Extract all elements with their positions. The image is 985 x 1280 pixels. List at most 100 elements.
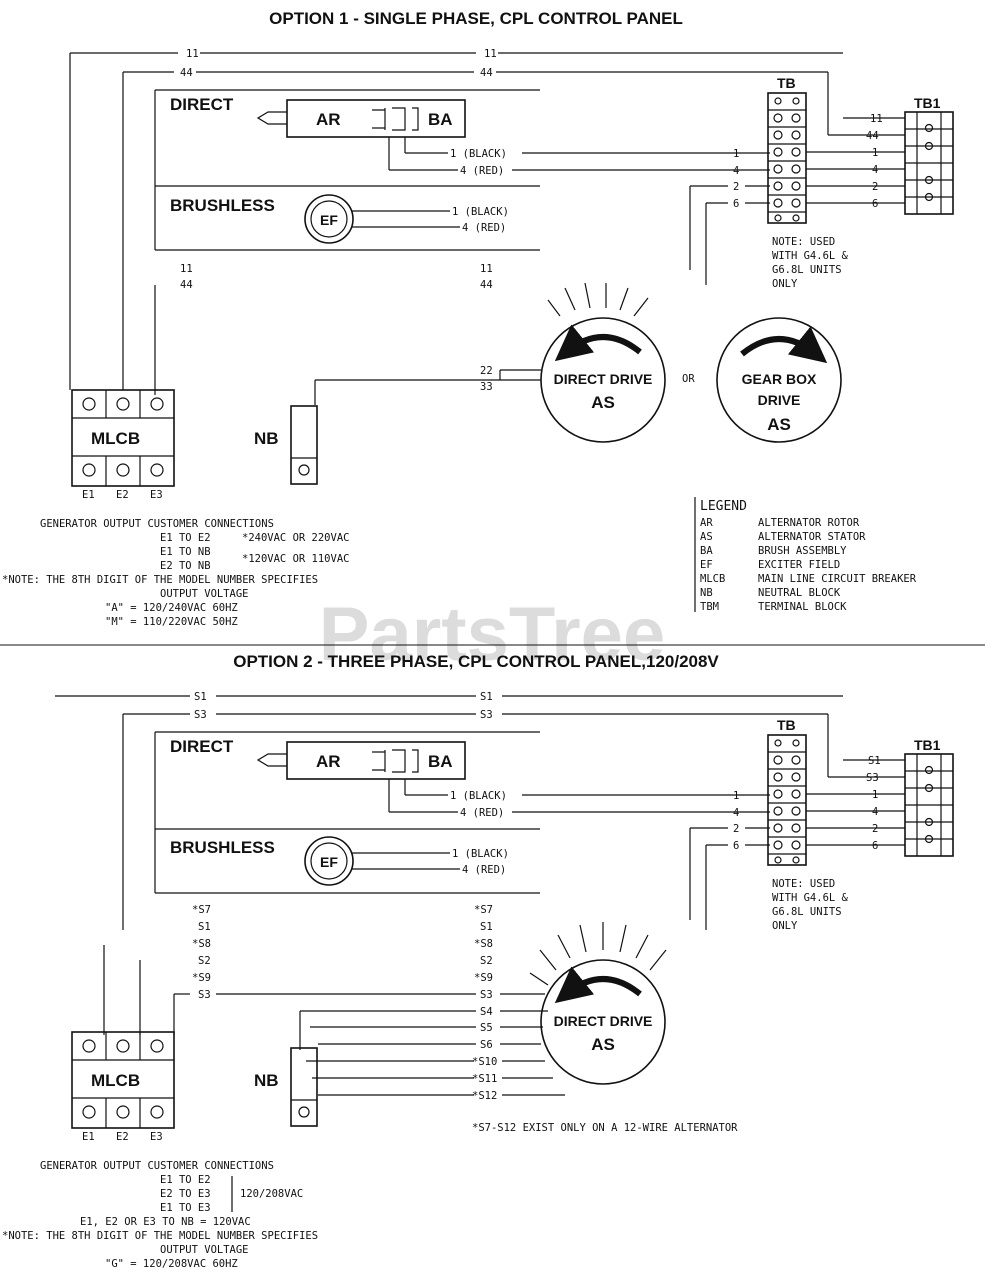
o2-mlcb: MLCB E1 E2 E3 bbox=[71, 1031, 175, 1143]
o1-top-wire-11-right: 11 bbox=[484, 48, 497, 60]
o1-tb-wire-6: 6 bbox=[733, 198, 739, 210]
o2-note-0: GENERATOR OUTPUT CUSTOMER CONNECTIONS bbox=[40, 1160, 274, 1172]
o1-wire-red: 4 (RED) bbox=[460, 165, 504, 177]
o2-tb1-block bbox=[904, 753, 954, 857]
o1-e1: E1 bbox=[82, 489, 95, 501]
legend-desc: MAIN LINE CIRCUIT BREAKER bbox=[758, 573, 917, 585]
o2-note-1: E1 TO E2 bbox=[160, 1174, 211, 1186]
o1-tb1-label: TB1 bbox=[914, 95, 941, 111]
o1-or-label: OR bbox=[682, 373, 695, 385]
o1-tb1-block bbox=[904, 111, 954, 215]
o2-terminal-block bbox=[767, 734, 807, 866]
legend-desc: ALTERNATOR ROTOR bbox=[758, 517, 860, 529]
option1-title: OPTION 1 - SINGLE PHASE, CPL CONTROL PAN… bbox=[269, 9, 683, 28]
o1-stator-gear-box: GEAR BOX DRIVE AS bbox=[716, 317, 842, 443]
o2-wires-left-5: S3 bbox=[198, 989, 211, 1001]
o2-wire-note: *S7-S12 EXIST ONLY ON A 12-WIRE ALTERNAT… bbox=[472, 1122, 738, 1134]
o2-stator-wire-s6: S6 bbox=[480, 1039, 493, 1051]
o2-e3: E3 bbox=[150, 1131, 163, 1143]
o2-wires-mid-2: *S8 bbox=[474, 938, 493, 950]
o2-tb-note-0: NOTE: USED bbox=[772, 878, 835, 890]
o1-as2-label: AS bbox=[767, 415, 791, 434]
o2-neutral-block: NB bbox=[254, 1047, 318, 1127]
o1-top-wire-44-right: 44 bbox=[480, 67, 493, 79]
o2-e2: E2 bbox=[116, 1131, 129, 1143]
o1-legend-title: LEGEND bbox=[700, 499, 747, 514]
o2-nb-label: NB bbox=[254, 1071, 279, 1090]
o2-tb1-wire-4: 4 bbox=[872, 806, 878, 818]
o2-wires-left-2: *S8 bbox=[192, 938, 211, 950]
o1-ar-label: AR bbox=[316, 110, 341, 129]
o2-ar-label: AR bbox=[316, 752, 341, 771]
o1-e2: E2 bbox=[116, 489, 129, 501]
o2-ef-wire-black: 1 (BLACK) bbox=[452, 848, 509, 860]
o1-tb1-wire-11: 11 bbox=[870, 113, 883, 125]
o1-as-label: AS bbox=[591, 393, 615, 412]
o1-wire-black: 1 (BLACK) bbox=[450, 148, 507, 160]
o2-wires-left-1: S1 bbox=[198, 921, 211, 933]
o1-legend: AR ALTERNATOR ROTOR AS ALTERNATOR STATOR… bbox=[700, 517, 917, 613]
o2-stator-wire-s4: S4 bbox=[480, 1006, 493, 1018]
o1-note-9: "M" = 110/220VAC 50HZ bbox=[105, 616, 238, 628]
o2-tb-wire-6: 6 bbox=[733, 840, 739, 852]
o1-tb-note-0: NOTE: USED bbox=[772, 236, 835, 248]
o1-direct-label: DIRECT bbox=[170, 95, 234, 114]
o1-tb1-wire-2: 2 bbox=[872, 181, 878, 193]
o1-mlcb-label: MLCB bbox=[91, 429, 140, 448]
o2-note-7: OUTPUT VOLTAGE bbox=[160, 1244, 249, 1256]
o1-tb-wire-4: 4 bbox=[733, 165, 739, 177]
o1-stator-direct-drive: DIRECT DRIVE AS bbox=[540, 282, 666, 443]
o2-rotor-box bbox=[286, 741, 466, 780]
o1-tb-wire-1: 1 bbox=[733, 148, 739, 160]
legend-desc: NEUTRAL BLOCK bbox=[758, 587, 841, 599]
o2-stator-wire-s5: S5 bbox=[480, 1022, 493, 1034]
o2-tb-wire-2: 2 bbox=[733, 823, 739, 835]
o1-tb1-wire-44: 44 bbox=[866, 130, 879, 142]
o2-tb1-label: TB1 bbox=[914, 737, 941, 753]
legend-abbr: EF bbox=[700, 559, 713, 571]
o2-tb-wire-1: 1 bbox=[733, 790, 739, 802]
o1-note-0: GENERATOR OUTPUT CUSTOMER CONNECTIONS bbox=[40, 518, 274, 530]
o2-stator-wire-s11: *S11 bbox=[472, 1073, 497, 1085]
o1-note-2: E1 TO NB bbox=[160, 546, 211, 558]
o1-wires-left-1: 44 bbox=[180, 279, 193, 291]
legend-abbr: TBM bbox=[700, 601, 719, 613]
o1-wires-left-0: 11 bbox=[180, 263, 193, 275]
o1-terminal-block bbox=[767, 92, 807, 224]
option1-section: OPTION 1 - SINGLE PHASE, CPL CONTROL PAN… bbox=[2, 9, 954, 628]
o1-neutral-block: NB bbox=[254, 405, 318, 485]
o2-tb1-wire-6: 6 bbox=[872, 840, 878, 852]
o1-tb-wire-2: 2 bbox=[733, 181, 739, 193]
o2-tb-note-3: ONLY bbox=[772, 920, 798, 932]
o1-stator-wire-33: 33 bbox=[480, 381, 493, 393]
o1-mlcb: MLCB E1 E2 E3 bbox=[71, 389, 175, 501]
o2-wires-mid-1: S1 bbox=[480, 921, 493, 933]
legend-abbr: MLCB bbox=[700, 573, 725, 585]
o2-ef-wire-red: 4 (RED) bbox=[462, 864, 506, 876]
o2-e1: E1 bbox=[82, 1131, 95, 1143]
o1-ef-label: EF bbox=[320, 212, 338, 228]
o2-note-5: E1, E2 OR E3 TO NB = 120VAC bbox=[80, 1216, 251, 1228]
o1-note-3: E2 TO NB bbox=[160, 560, 211, 572]
o1-tb-note-2: G6.8L UNITS bbox=[772, 264, 842, 276]
o1-nb-label: NB bbox=[254, 429, 279, 448]
o1-note-5: *120VAC OR 110VAC bbox=[242, 553, 349, 565]
o1-tb-note-1: WITH G4.6L & bbox=[772, 250, 849, 262]
o2-stator-wire-s12: *S12 bbox=[472, 1090, 497, 1102]
o2-brushless-label: BRUSHLESS bbox=[170, 838, 275, 857]
legend-abbr: AS bbox=[700, 531, 713, 543]
o2-wires-mid-4: *S9 bbox=[474, 972, 493, 984]
o2-wires-left-3: S2 bbox=[198, 955, 211, 967]
o2-wires-left-0: *S7 bbox=[192, 904, 211, 916]
o2-direct-drive-label: DIRECT DRIVE bbox=[554, 1013, 653, 1029]
o1-top-wire-44-left: 44 bbox=[180, 67, 193, 79]
o2-wires-mid-3: S2 bbox=[480, 955, 493, 967]
o2-stator-wire-s10: *S10 bbox=[472, 1056, 497, 1068]
o2-note-8: "G" = 120/208VAC 60HZ bbox=[105, 1258, 238, 1270]
legend-desc: EXCITER FIELD bbox=[758, 559, 840, 571]
o2-ef-label: EF bbox=[320, 854, 338, 870]
o1-direct-drive-label: DIRECT DRIVE bbox=[554, 371, 653, 387]
o2-wires-mid-5: S3 bbox=[480, 989, 493, 1001]
o2-ba-label: BA bbox=[428, 752, 453, 771]
o2-tb-wire-4: 4 bbox=[733, 807, 739, 819]
